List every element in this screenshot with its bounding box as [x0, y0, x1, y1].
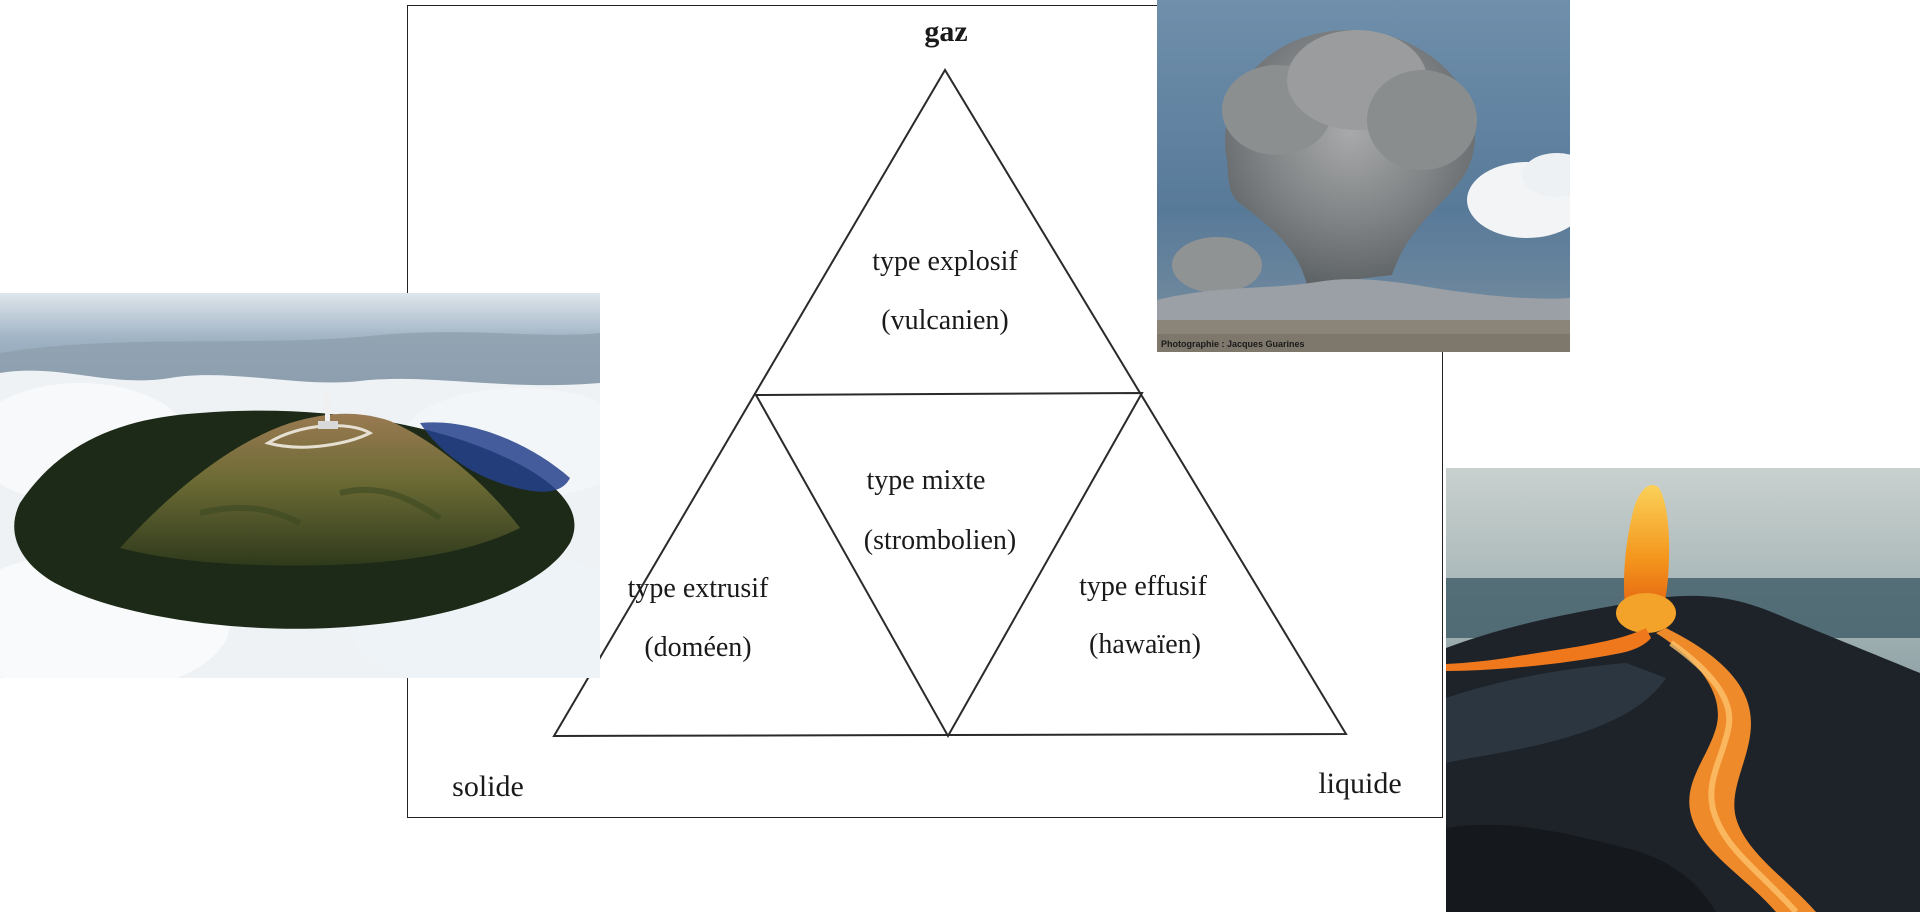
region-mixte-subtype: (strombolien) — [864, 525, 1016, 556]
region-effusif-type: type effusif — [1079, 571, 1207, 602]
region-extrusif-subtype: (doméen) — [644, 632, 751, 663]
photo-eruption-plume: Photographie : Jacques Guarines — [1157, 0, 1570, 352]
ternary-diagram: gaz solide liquide type explosif (vulcan… — [452, 15, 1402, 803]
vertex-label-gaz: gaz — [924, 15, 967, 48]
photo-lava-fountain — [1446, 468, 1920, 912]
region-mixte-type: type mixte — [867, 465, 986, 496]
inner-triangle — [754, 391, 1144, 739]
region-explosif-type: type explosif — [872, 246, 1018, 277]
region-effusif-subtype: (hawaïen) — [1089, 629, 1201, 660]
outer-triangle — [552, 68, 1348, 738]
region-explosif-subtype: (vulcanien) — [881, 305, 1009, 336]
photo-plume-caption: Photographie : Jacques Guarines — [1161, 339, 1305, 349]
region-extrusif-type: type extrusif — [628, 573, 769, 604]
photo-lava-dome-volcano — [0, 293, 600, 678]
vertex-label-liquide: liquide — [1318, 767, 1401, 800]
vertex-label-solide: solide — [452, 770, 524, 803]
